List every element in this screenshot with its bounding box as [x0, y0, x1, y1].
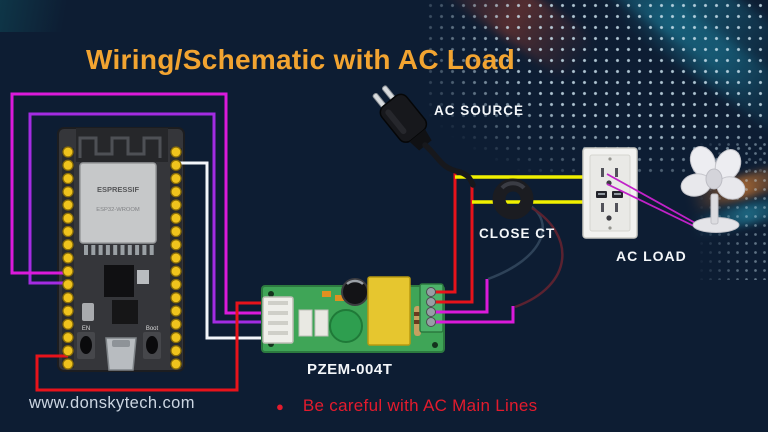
wire-red-ac-neutral: [433, 183, 474, 304]
esp32-board: ESPRESSIF ESP32-WROOM EN Boot: [57, 127, 185, 372]
ac-plug-cord: [422, 142, 476, 188]
ac-plug: [372, 85, 476, 188]
label-ac-load: AC LOAD: [616, 248, 687, 264]
pzem-transformer: [367, 276, 411, 346]
esp32-usb-port: [105, 337, 137, 371]
warning-text: Be careful with AC Main Lines: [302, 396, 538, 415]
svg-text:Boot: Boot: [146, 326, 159, 332]
page-title: Wiring/Schematic with AC Load: [86, 44, 516, 75]
fan-pole: [710, 193, 719, 225]
esp32-smd-part: [137, 270, 149, 284]
shield-castellation-pads: [84, 245, 154, 255]
esp32-en-button: EN: [77, 326, 95, 359]
pzem-jst-connector: [262, 296, 294, 344]
ac-outlet: [582, 147, 638, 239]
wire-violet-uart: [28, 112, 268, 324]
esp32-pin-header-left: [62, 146, 74, 370]
pzem-capacitor: [341, 278, 369, 306]
corner-glow: [0, 0, 84, 32]
outlet-slot: [601, 203, 604, 212]
esp32-shield: ESPRESSIF ESP32-WROOM: [79, 162, 157, 244]
wire-magenta-uart: [10, 92, 268, 315]
load-line: [606, 173, 698, 225]
wire-magenta-ct: [435, 306, 515, 324]
label-pzem-004t: PZEM-004T: [307, 361, 393, 378]
outlet-slot: [615, 168, 618, 177]
ct-cable-red: [514, 206, 564, 309]
wire-red-power: [35, 301, 268, 392]
pzem-relay-part: [314, 309, 329, 337]
pzem-coil: [329, 309, 363, 343]
esp32-brand-text: ESPRESSIF: [97, 185, 140, 194]
outlet-slot: [601, 168, 604, 177]
pzem-terminal-screws: [426, 287, 436, 327]
esp32-smd-part: [82, 303, 94, 321]
pzem-relay-part: [298, 309, 313, 337]
outlet-slot: [615, 203, 618, 212]
bullet-icon: ●: [276, 398, 284, 414]
esp32-antenna: [76, 128, 168, 162]
esp32-boot-button: Boot: [143, 326, 161, 359]
wire-red-ac-live: [431, 170, 457, 294]
esp32-pin-header-right: [170, 146, 182, 370]
label-close-ct: CLOSE CT: [479, 226, 556, 241]
fan-blades: [680, 145, 746, 200]
ct-clamp: [492, 178, 534, 220]
fan: [680, 145, 746, 233]
website-url: www.donskytech.com: [29, 394, 195, 412]
svg-text:EN: EN: [82, 326, 90, 332]
fan-hub: [705, 168, 723, 190]
wire-magenta-ct: [433, 279, 489, 314]
warning-note: ● Be careful with AC Main Lines: [276, 396, 537, 416]
esp32-regulator-chip: [104, 265, 134, 297]
load-line: [606, 183, 701, 230]
esp32-usb-chip: [112, 300, 138, 324]
esp32-model-text: ESP32-WROOM: [96, 207, 140, 213]
outlet-ground-hole: [606, 215, 612, 221]
label-ac-source: AC SOURCE: [434, 103, 525, 118]
